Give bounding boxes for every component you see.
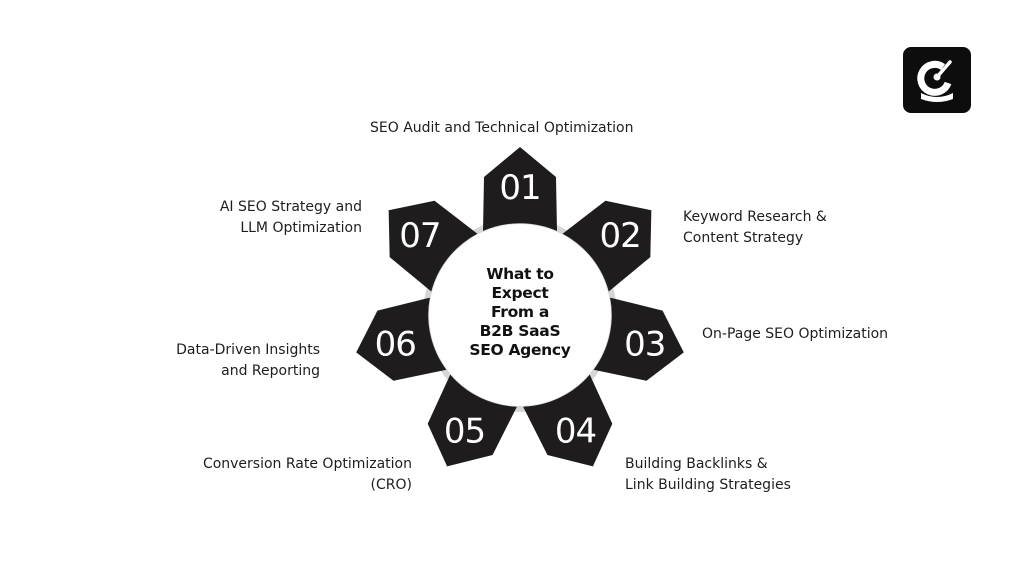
center-title-line: SEO Agency: [469, 341, 571, 359]
step-number-05: 05: [444, 411, 485, 451]
label-line: AI SEO Strategy and: [219, 199, 362, 215]
center-title-line: B2B SaaS: [479, 322, 561, 340]
label-line: Conversion Rate Optimization: [202, 456, 412, 472]
step-label-05: Conversion Rate Optimization (CRO): [203, 454, 412, 496]
step-label-06: Data-Driven Insights and Reporting: [176, 340, 320, 382]
step-number-04: 04: [555, 411, 596, 451]
step-number-06: 06: [375, 325, 416, 365]
center-title-line: What to: [486, 265, 554, 283]
diagram-center-title: What to Expect From a B2B SaaS SEO Agenc…: [445, 265, 595, 360]
step-label-07: AI SEO Strategy and LLM Optimization: [220, 197, 362, 239]
step-number-03: 03: [624, 325, 665, 365]
petal-step-02: [562, 200, 652, 292]
step-label-04: Building Backlinks & Link Building Strat…: [625, 454, 791, 496]
step-label-03: On-Page SEO Optimization: [702, 324, 888, 345]
label-line: Keyword Research &: [683, 209, 827, 225]
petal-step-05: [427, 374, 517, 467]
label-line: SEO Audit and Technical Optimization: [370, 120, 634, 136]
label-line: On-Page SEO Optimization: [702, 326, 889, 342]
step-label-01: SEO Audit and Technical Optimization: [370, 118, 633, 139]
center-title-line: Expect: [491, 284, 549, 302]
label-line: Building Backlinks &: [625, 456, 768, 472]
petal-step-06: [356, 297, 447, 381]
label-line: and Reporting: [221, 363, 320, 379]
center-circle: [429, 224, 611, 406]
step-label-02: Keyword Research & Content Strategy: [683, 207, 827, 249]
step-number-07: 07: [399, 216, 440, 256]
label-line: Content Strategy: [683, 230, 804, 246]
label-line: Data-Driven Insights: [176, 342, 320, 358]
brand-logo: [903, 47, 971, 113]
label-line: (CRO): [370, 477, 412, 493]
petal-step-03: [593, 297, 684, 381]
gauge-g-logo-icon: [917, 60, 953, 102]
petal-step-01: [483, 147, 557, 231]
petal-step-07: [388, 200, 478, 292]
label-line: LLM Optimization: [240, 220, 362, 236]
step-number-01: 01: [499, 168, 540, 208]
step-number-02: 02: [599, 216, 640, 256]
label-line: Link Building Strategies: [625, 477, 791, 493]
center-title-line: From a: [490, 303, 550, 321]
petal-step-04: [523, 374, 613, 467]
